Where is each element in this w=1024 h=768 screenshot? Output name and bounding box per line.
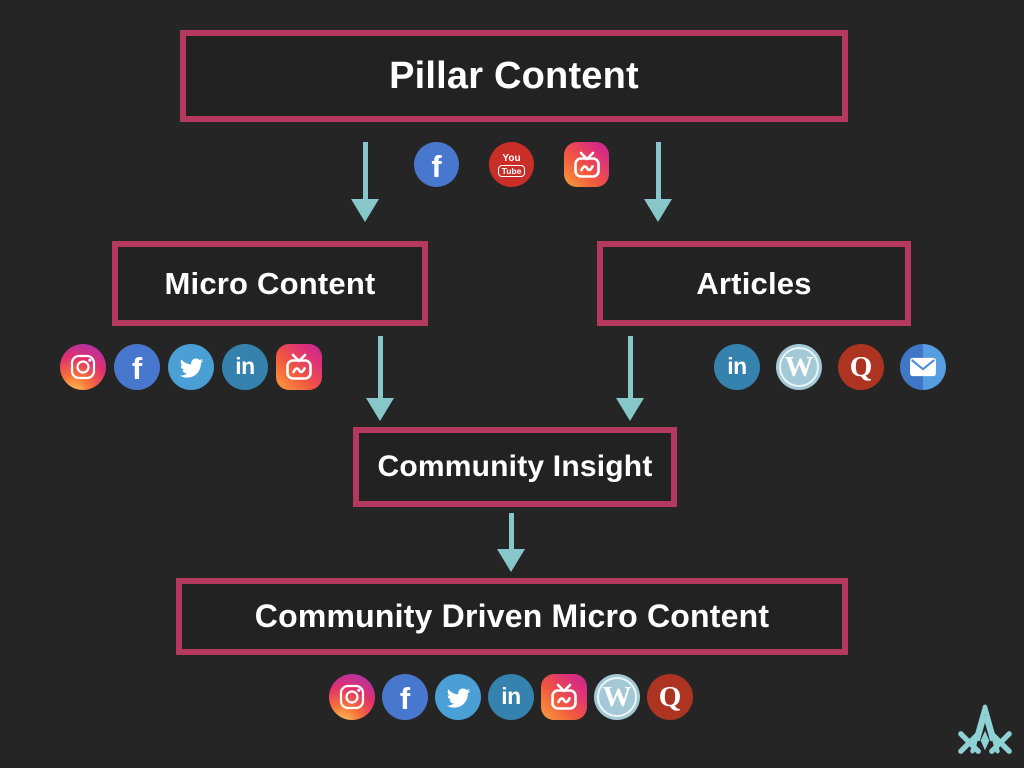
pillar-content-box: Pillar Content — [180, 30, 848, 122]
community-driven-micro-content-label: Community Driven Micro Content — [254, 598, 770, 634]
wordpress-icon: W — [776, 344, 822, 390]
facebook-icon: f — [382, 674, 428, 720]
igtv-icon — [564, 142, 609, 187]
igtv-icon — [276, 344, 322, 390]
community-channels-row: f in W Q — [329, 674, 693, 720]
pillar-content-label: Pillar Content — [389, 54, 639, 97]
pillar-channels-row: f You Tube — [414, 142, 609, 187]
twitter-icon — [168, 344, 214, 390]
articles-box: Articles — [597, 241, 911, 326]
arrow-pillar-to-articles — [643, 142, 673, 222]
micro-content-label: Micro Content — [164, 265, 376, 301]
micro-content-box: Micro Content — [112, 241, 428, 326]
brand-logo — [956, 703, 1014, 755]
linkedin-icon: in — [222, 344, 268, 390]
linkedin-icon: in — [714, 344, 760, 390]
arrow-insight-to-community — [496, 513, 526, 572]
micro-channels-row: f in — [60, 344, 322, 390]
email-icon — [900, 344, 946, 390]
arrow-pillar-to-micro — [350, 142, 380, 222]
arrow-articles-to-insight — [615, 336, 645, 421]
facebook-icon: f — [114, 344, 160, 390]
quora-icon: Q — [838, 344, 884, 390]
articles-label: Articles — [696, 265, 812, 301]
igtv-icon — [541, 674, 587, 720]
quora-icon: Q — [647, 674, 693, 720]
instagram-icon — [329, 674, 375, 720]
community-insight-box: Community Insight — [353, 427, 677, 507]
community-driven-micro-content-box: Community Driven Micro Content — [176, 578, 848, 655]
community-insight-label: Community Insight — [377, 450, 653, 483]
wordpress-icon: W — [594, 674, 640, 720]
instagram-icon — [60, 344, 106, 390]
youtube-icon: You Tube — [489, 142, 534, 187]
twitter-icon — [435, 674, 481, 720]
facebook-icon: f — [414, 142, 459, 187]
arrow-micro-to-insight — [365, 336, 395, 421]
linkedin-icon: in — [488, 674, 534, 720]
articles-channels-row: in W Q — [714, 344, 946, 390]
